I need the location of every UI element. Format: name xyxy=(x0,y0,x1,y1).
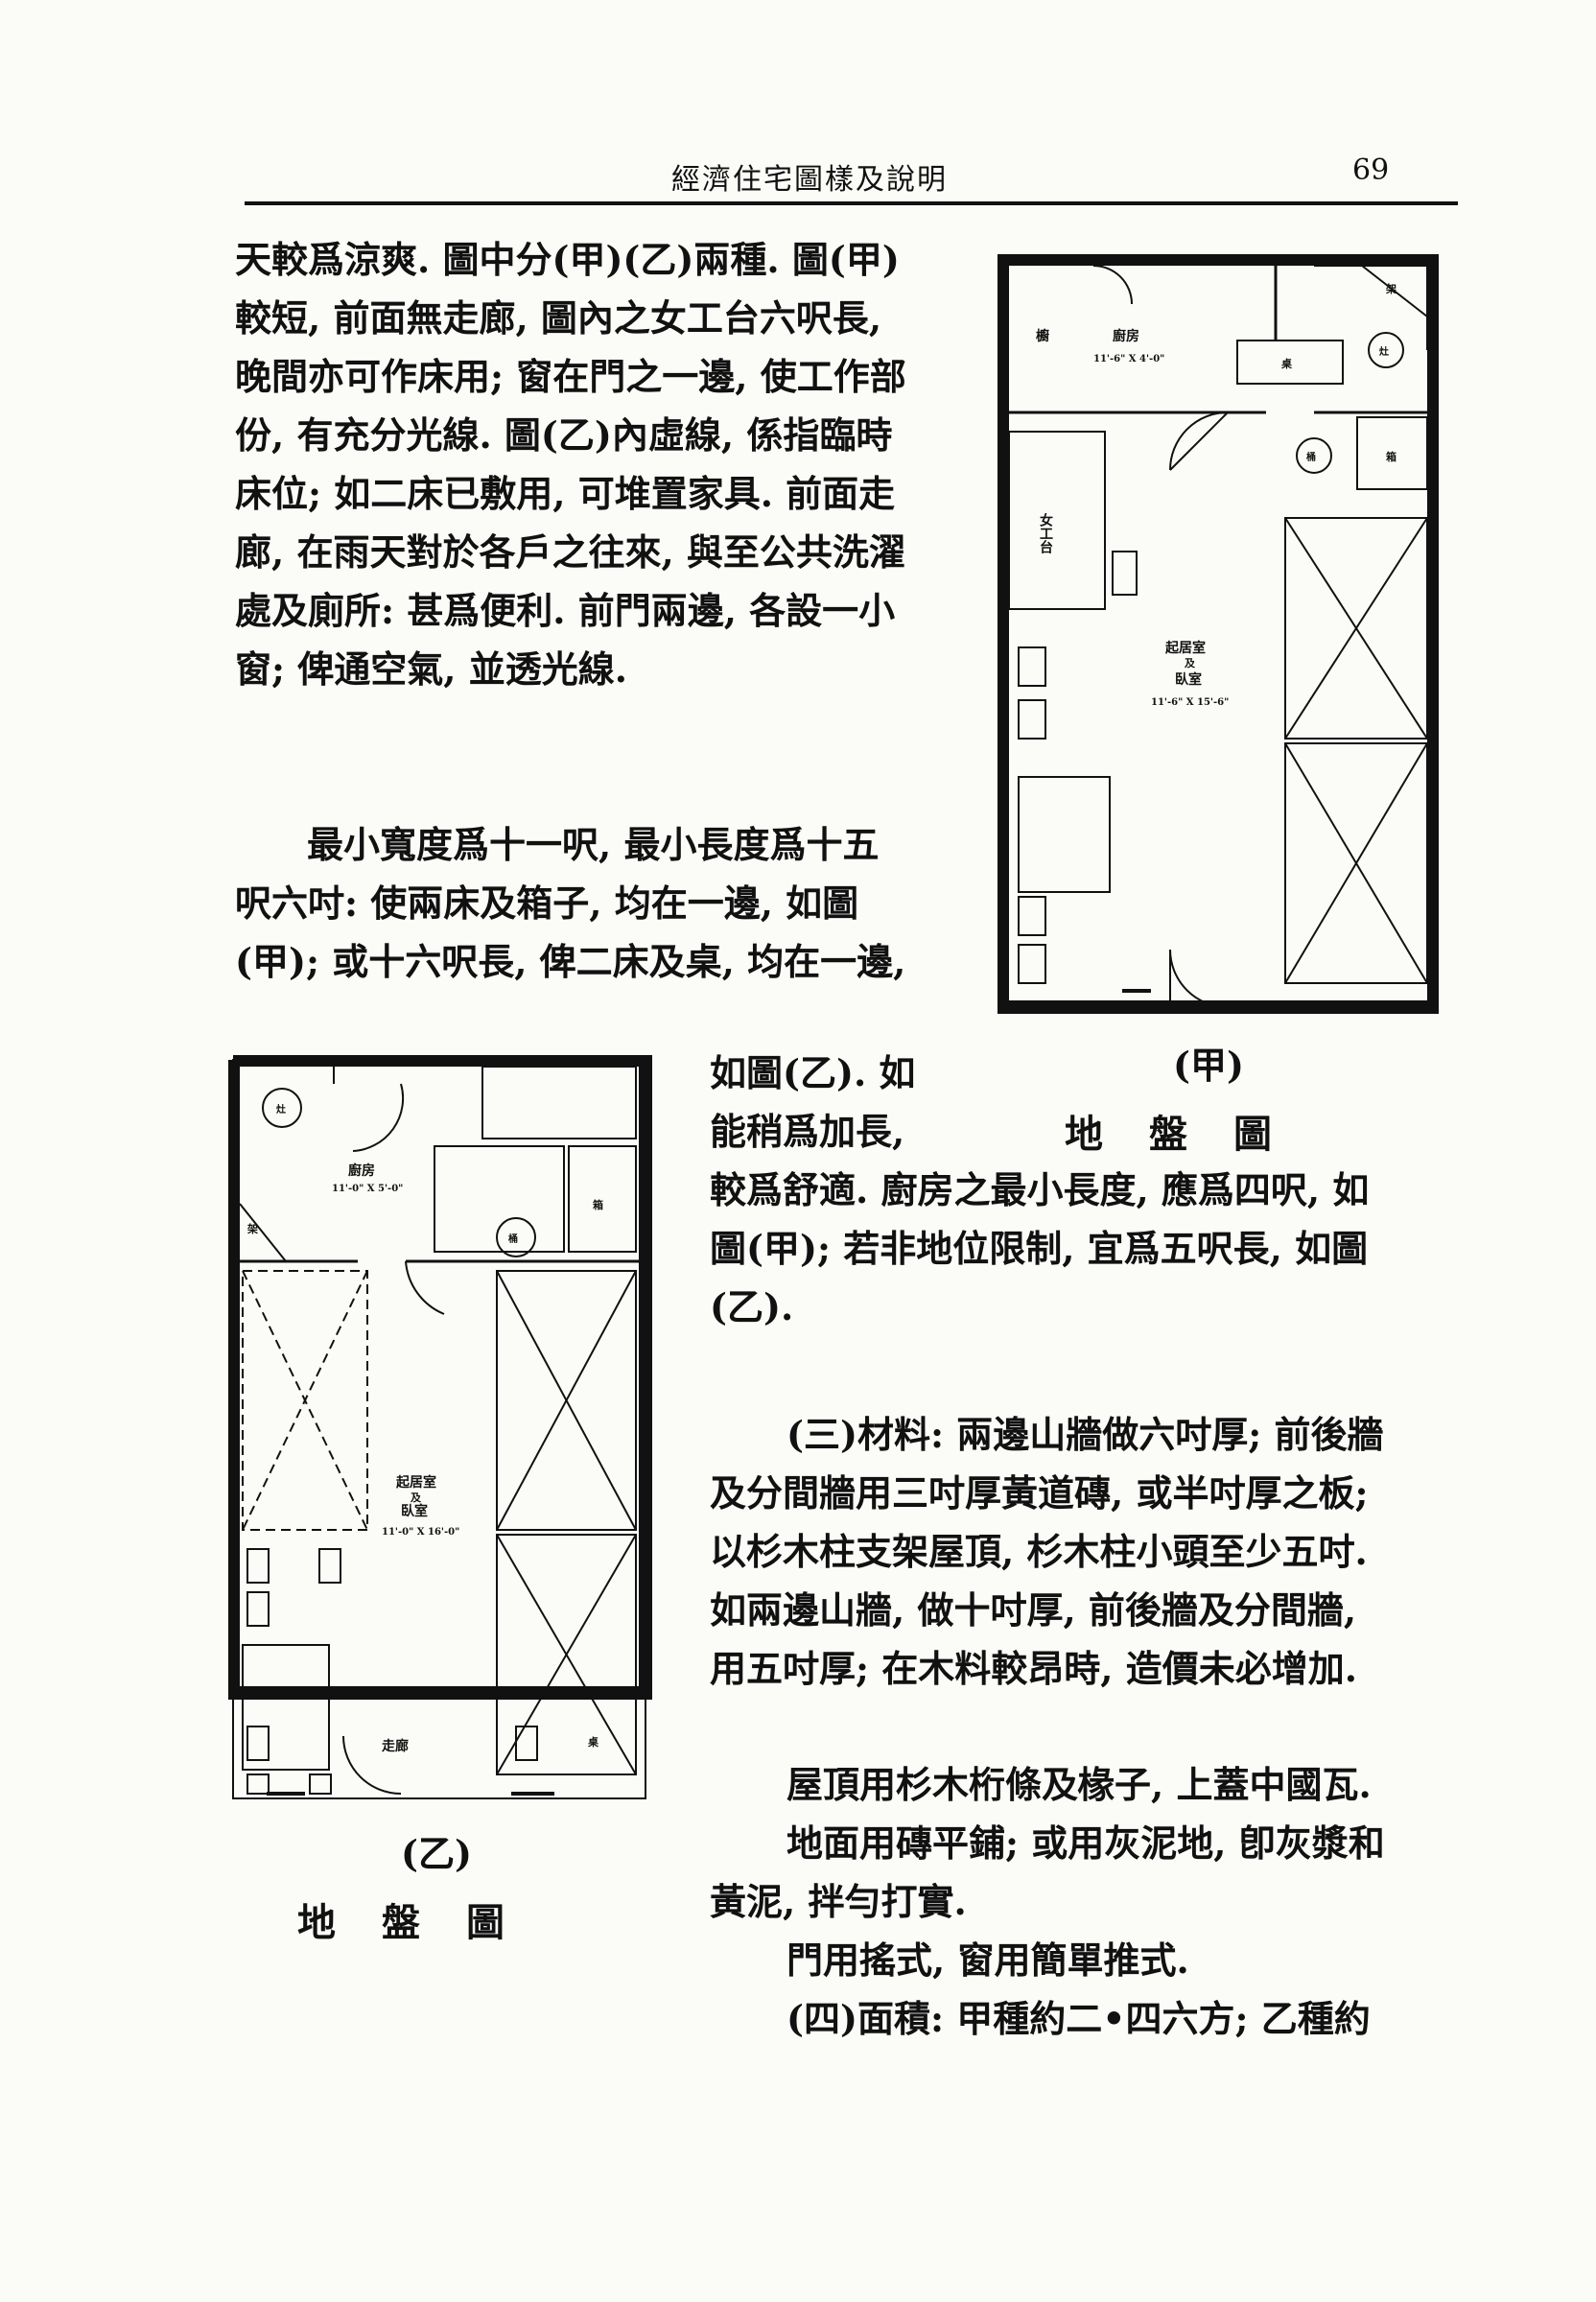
text-line: 份, 有充分光線. 圖(乙)內虛線, 係指臨時 xyxy=(235,413,893,457)
plan-a-bed-2 xyxy=(1284,742,1428,984)
header-rule xyxy=(245,201,1458,205)
text-line: (三)材料: 兩邊山牆做六吋厚; 前後牆 xyxy=(786,1413,1384,1456)
text-line: (乙). xyxy=(710,1285,794,1328)
plan-b-box xyxy=(568,1145,637,1253)
paragraph-roof: 屋頂用杉木桁條及椽子, 上蓋中國瓦. 地面用磚平鋪; 或用灰泥地, 卽灰漿和 xyxy=(786,1755,1385,1872)
text-line: 處及廁所: 甚爲便利. 前門兩邊, 各設一小 xyxy=(235,589,896,632)
plan-a-room-and: 及 xyxy=(1185,657,1196,669)
floor-plan-a: 廚房 11'-6" X 4'-0" 櫥 桌 灶 桶 箱 架 女工台 起居室 及 … xyxy=(998,254,1439,1014)
paragraph-materials: 及分間牆用三吋厚黃道磚, 或半吋厚之板; 以杉木柱支架屋頂, 杉木柱小頭至少五吋… xyxy=(710,1464,1369,1698)
figure-a-label: (甲) xyxy=(1173,1044,1244,1087)
plan-b-chest xyxy=(242,1644,330,1771)
paragraph-top: 天較爲涼爽. 圖中分(甲)(乙)兩種. 圖(甲) 較短, 前面無走廊, 圖內之女… xyxy=(235,230,906,698)
plan-b-room-label: 起居室 xyxy=(395,1474,436,1491)
plan-a-water xyxy=(1296,437,1332,474)
text-line: 以杉木柱支架屋頂, 杉木柱小頭至少五吋. xyxy=(710,1530,1368,1573)
paragraph-mid-cont: 呎六吋: 使兩床及箱子, 均在一邊, 如圖 (甲); 或十六呎長, 俾二床及桌,… xyxy=(235,874,905,991)
plan-b-temp-bed xyxy=(242,1270,368,1531)
plan-b-room-dim: 11'-0" X 16'-0" xyxy=(382,1527,459,1538)
plan-a-water-label: 桶 xyxy=(1305,451,1316,463)
plan-b-stove-label: 灶 xyxy=(276,1103,286,1116)
figure-b-title: 地盤圖 xyxy=(297,1900,551,1945)
plan-a-kitchen-dim: 11'-6" X 4'-0" xyxy=(1093,354,1164,364)
paragraph-mid: 最小寬度爲十一呎, 最小長度爲十五 xyxy=(307,815,879,874)
text-line: 用五吋厚; 在木料較昂時, 造價未必增加. xyxy=(710,1647,1357,1690)
plan-b-table xyxy=(481,1066,637,1139)
text-line: 廊, 在雨天對於各戶之往來, 與至公共洗濯 xyxy=(235,530,905,574)
plan-b-stove xyxy=(262,1088,302,1128)
plan-a-shelf-label: 架 xyxy=(1385,282,1396,295)
plan-b-bed-2 xyxy=(496,1534,637,1775)
text-line: 晚間亦可作床用; 窗在門之一邊, 使工作部 xyxy=(235,355,906,398)
plan-b-water xyxy=(496,1217,536,1257)
text-line: 床位; 如二床已敷用, 可堆置家具. 前面走 xyxy=(235,472,896,515)
plan-a-worktable xyxy=(1008,431,1106,610)
plan-b-wall xyxy=(228,1055,652,1700)
text-line: 地面用磚平鋪; 或用灰泥地, 卽灰漿和 xyxy=(786,1821,1385,1865)
plan-a-room-label: 起居室 xyxy=(1164,640,1206,656)
plan-a-stove xyxy=(1368,332,1404,368)
text-line: 屋頂用杉木桁條及椽子, 上蓋中國瓦. xyxy=(786,1763,1372,1806)
plan-a-outer-wall xyxy=(998,254,1439,1014)
text-line: 如兩邊山牆, 做十吋厚, 前後牆及分間牆, xyxy=(710,1588,1357,1632)
text-line: 較短, 前面無走廊, 圖內之女工台六呎長, xyxy=(235,296,882,340)
plan-b-water-label: 桶 xyxy=(507,1233,518,1245)
plan-b-shelf-label: 架 xyxy=(246,1222,258,1235)
plan-b-kitchen-dim: 11'-0" X 5'-0" xyxy=(332,1184,403,1194)
paragraph-right: 如圖(乙). 如 能稍爲加長, 較爲舒適. 廚房之最小長度, 應爲四呎, 如 圖… xyxy=(710,1044,1369,1336)
plan-b-room-and: 及 xyxy=(411,1492,422,1504)
plan-a-box-label: 箱 xyxy=(1386,450,1396,463)
text-line: 能稍爲加長, xyxy=(710,1110,905,1153)
text-line: 如圖(乙). 如 xyxy=(710,1051,916,1094)
plan-a-chest xyxy=(1018,776,1111,893)
floor-plan-b: 廚房 11'-0" X 5'-0" 灶 桶 箱 架 桌 起居室 及 臥室 11'… xyxy=(228,1055,652,1799)
plan-a-bed-1 xyxy=(1284,517,1428,740)
plan-b-box-label: 箱 xyxy=(593,1198,603,1211)
plan-a-stove-label: 灶 xyxy=(1379,345,1389,358)
plan-a-table xyxy=(1236,340,1344,385)
figure-b-label: (乙) xyxy=(401,1832,472,1875)
text-line: 呎六吋: 使兩床及箱子, 均在一邊, 如圖 xyxy=(235,881,859,925)
text-line: 黃泥, 拌勻打實. xyxy=(710,1880,967,1923)
plan-b-corridor-label: 走廊 xyxy=(382,1738,409,1754)
plan-b-table-label: 桌 xyxy=(587,1735,599,1749)
plan-b-bed-1 xyxy=(496,1270,637,1531)
paragraph-materials-first: (三)材料: 兩邊山牆做六吋厚; 前後牆 xyxy=(786,1405,1383,1464)
plan-a-kitchen-label: 廚房 xyxy=(1113,328,1139,344)
text-line: (甲); 或十六呎長, 俾二床及桌, 均在一邊, xyxy=(235,940,906,983)
paragraph-roof-cont: 黃泥, 拌勻打實. xyxy=(710,1872,967,1931)
text-line: 門用搖式, 窗用簡單推式. xyxy=(786,1938,1189,1982)
text-line: 及分間牆用三吋厚黃道磚, 或半吋厚之板; xyxy=(710,1471,1369,1515)
text-line: 窗; 俾通空氣, 並透光線. xyxy=(235,647,627,691)
text-line: 最小寬度爲十一呎, 最小長度爲十五 xyxy=(307,823,880,866)
paragraph-doors: 門用搖式, 窗用簡單推式. (四)面積: 甲種約二•四六方; 乙種約 xyxy=(786,1931,1371,2048)
text-line: (四)面積: 甲種約二•四六方; 乙種約 xyxy=(786,1997,1371,2040)
page-number: 69 xyxy=(1352,153,1390,187)
plan-a-room-dim: 11'-6" X 15'-6" xyxy=(1151,697,1229,708)
plan-b-room2-label: 臥室 xyxy=(401,1503,428,1519)
plan-a-side-label: 櫥 xyxy=(1036,328,1049,344)
plan-a-worktable-label: 女工台 xyxy=(1038,512,1053,554)
plan-a-table-label: 桌 xyxy=(1280,357,1293,370)
plan-b-kitchen-label: 廚房 xyxy=(348,1163,375,1179)
text-line: 圖(甲); 若非地位限制, 宜爲五呎長, 如圖 xyxy=(710,1227,1369,1270)
plan-a-room2-label: 臥室 xyxy=(1175,671,1202,688)
figure-a-title: 地盤圖 xyxy=(1065,1112,1318,1157)
text-line: 較爲舒適. 廚房之最小長度, 應爲四呎, 如 xyxy=(710,1168,1370,1211)
running-header-title: 經濟住宅圖樣及說明 xyxy=(671,163,948,197)
text-line: 天較爲涼爽. 圖中分(甲)(乙)兩種. 圖(甲) xyxy=(235,238,900,281)
plan-a-box xyxy=(1356,416,1428,490)
